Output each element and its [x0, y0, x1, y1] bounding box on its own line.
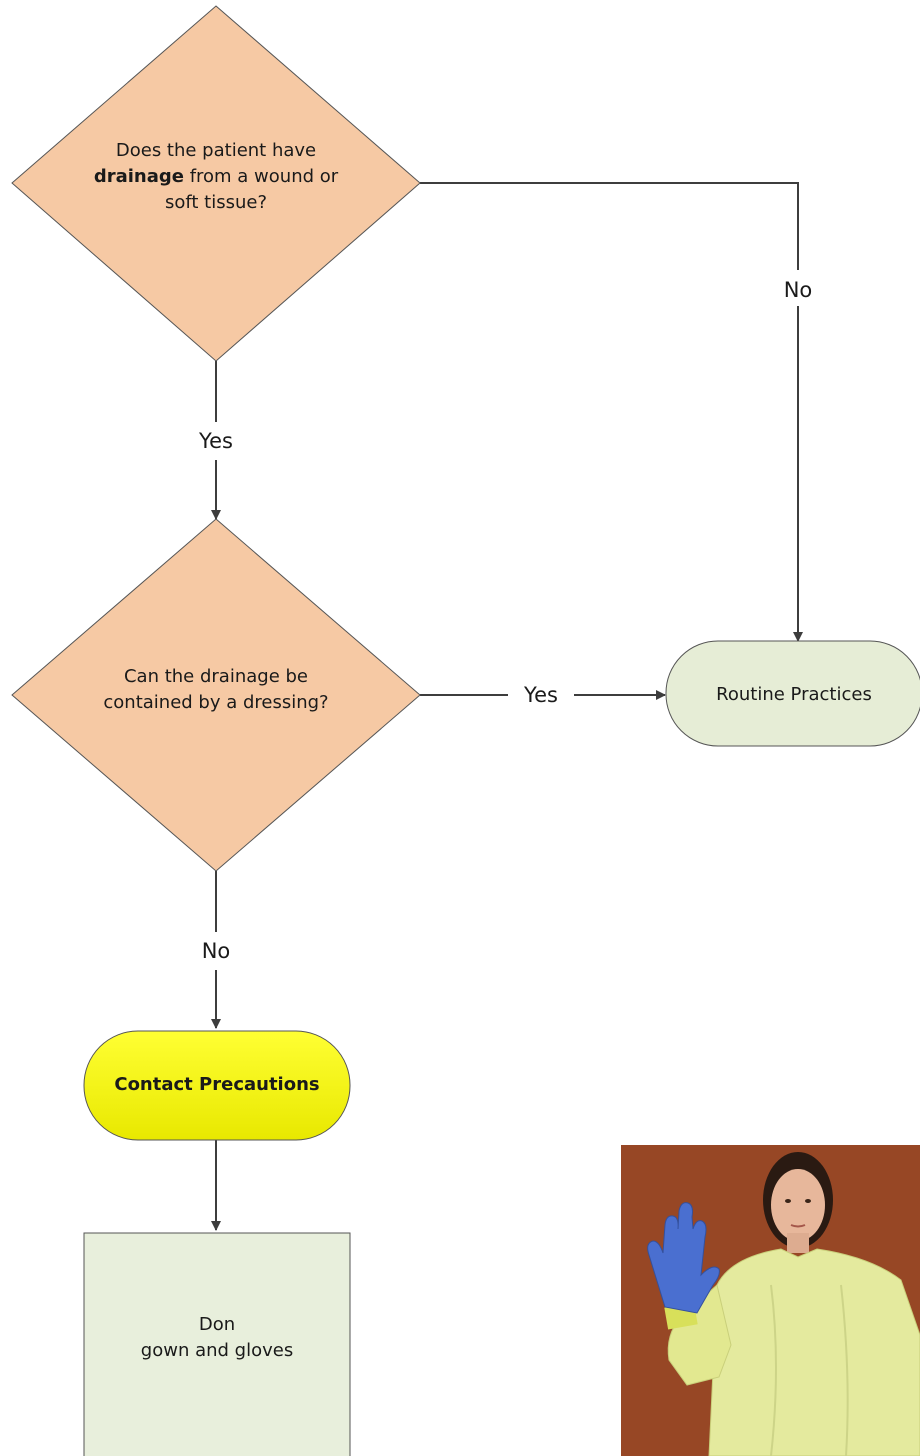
action-box-shape [83, 1232, 351, 1456]
decision-dressing-line2: contained by a dressing? [103, 692, 329, 714]
person-face [771, 1169, 825, 1241]
blue-glove-hand [647, 1202, 720, 1314]
decision-drainage-shape [11, 5, 421, 362]
decision-drainage-line3: soft tissue? [164, 192, 268, 214]
edge-label-d1-no: No [783, 278, 813, 302]
ppe-photo [621, 1145, 920, 1456]
drainage-bold-word: drainage [93, 166, 184, 188]
contact-precautions-label: Contact Precautions [114, 1074, 320, 1095]
decision-drainage-text: Does the patient have drainage from a wo… [60, 138, 372, 216]
contact-precautions-shape [83, 1030, 351, 1141]
decision-dressing-text: Can the drainage be contained by a dress… [60, 664, 372, 716]
yellow-gown [708, 1248, 920, 1456]
edge-label-d1-yes: Yes [199, 429, 233, 453]
routine-practices-shape [665, 640, 920, 747]
action-line1: Don [198, 1314, 236, 1335]
decision-dressing-shape [11, 518, 421, 872]
decision-dressing-line1: Can the drainage be [123, 666, 308, 687]
edge-label-d2-no: No [201, 939, 231, 963]
connector-d1-no [420, 182, 799, 270]
routine-practices-label: Routine Practices [716, 684, 872, 705]
connectors [211, 182, 803, 1231]
action-box-text: Don gown and gloves [84, 1312, 350, 1364]
edge-label-d2-yes: Yes [508, 680, 574, 711]
action-line2: gown and gloves [140, 1340, 294, 1362]
decision-drainage-line2: drainage from a wound or [60, 164, 372, 190]
decision-drainage-line2-rest: from a wound or [183, 166, 339, 188]
decision-drainage-line1: Does the patient have [115, 140, 317, 161]
